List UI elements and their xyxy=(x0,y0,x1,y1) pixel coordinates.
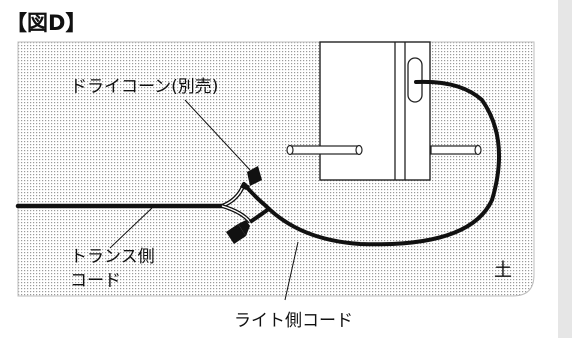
dry-cone-upper xyxy=(240,166,262,190)
page-edge-strip xyxy=(558,0,572,338)
trans-cord-label-line2: コード xyxy=(70,271,121,291)
left-stake-rod xyxy=(289,145,361,155)
right-stake-rod-end xyxy=(474,144,482,156)
trans-cord-label-line1: トランス側 xyxy=(70,247,155,267)
ground-mark: 土 xyxy=(494,260,512,281)
light-cord-label: ライト側コード xyxy=(234,311,353,331)
leader-trans-cord xyxy=(109,207,153,249)
figure-title: 【図D】 xyxy=(6,11,86,35)
left-stake-rod-cap xyxy=(355,144,363,156)
right-stake-rod xyxy=(430,145,479,155)
leader-dry-cone xyxy=(184,99,251,171)
light-cord xyxy=(242,79,502,247)
split-wire-lower-inner xyxy=(221,205,251,223)
dry-cone-lower xyxy=(226,220,250,244)
light-cord-branch xyxy=(248,206,272,224)
dry-cone-label: ドライコーン(別売) xyxy=(70,77,218,97)
leader-light-cord xyxy=(284,241,299,301)
left-stake-rod-end xyxy=(286,144,294,156)
